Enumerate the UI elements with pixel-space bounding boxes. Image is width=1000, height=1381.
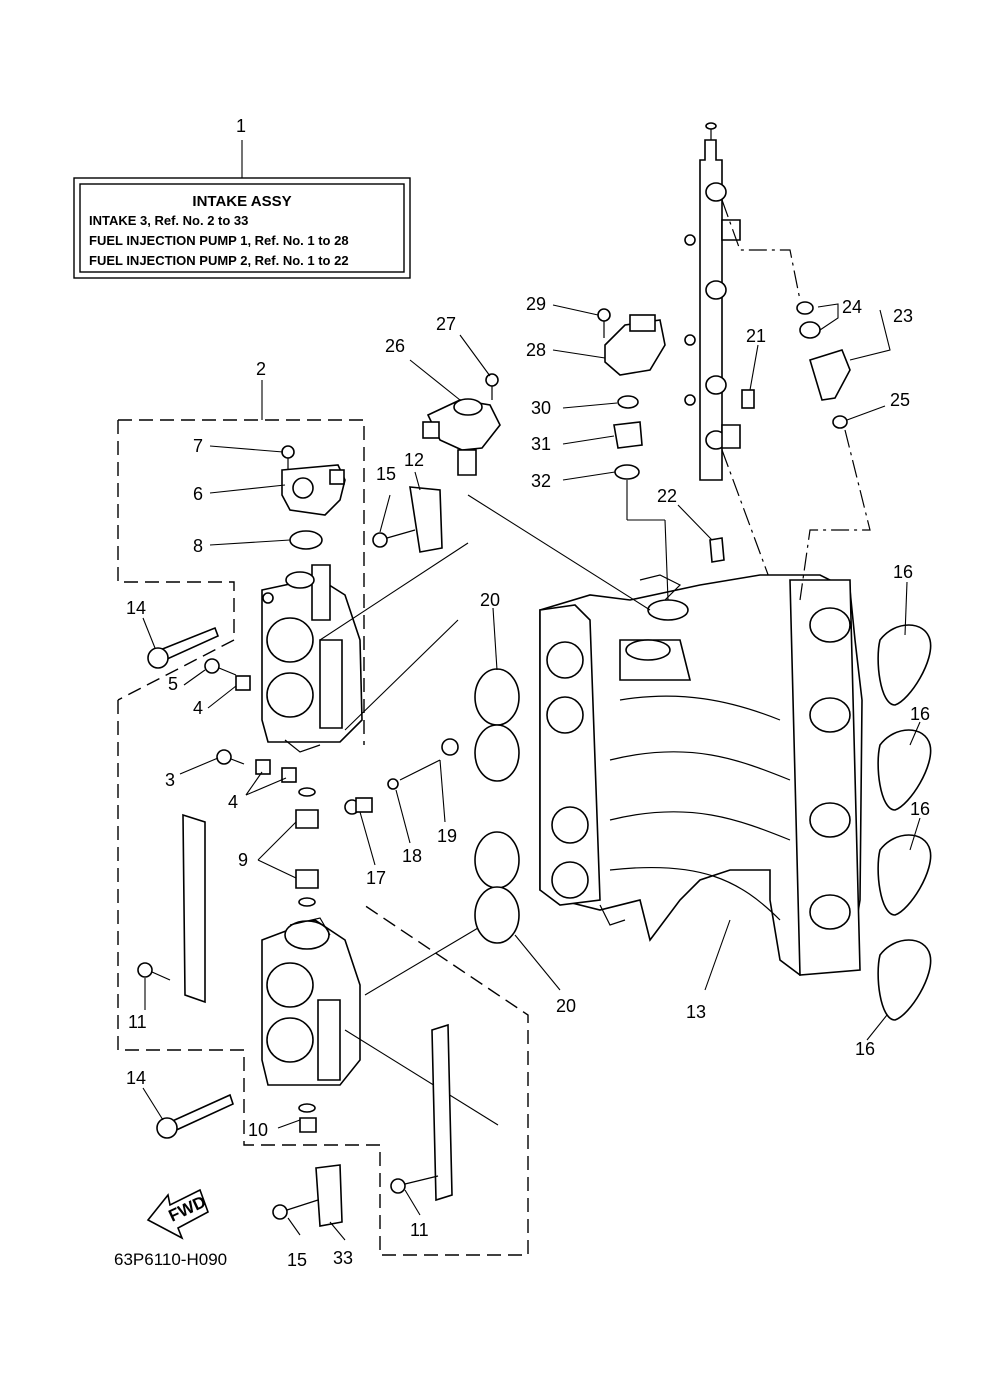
callout-21: 21	[746, 326, 766, 346]
callout-20: 20	[556, 996, 576, 1016]
callout-10: 10	[248, 1120, 268, 1140]
fuel-rail	[684, 122, 801, 581]
info-box-line: INTAKE 3, Ref. No. 2 to 33	[89, 213, 248, 228]
callout-16: 16	[910, 799, 930, 819]
callout-16: 16	[893, 562, 913, 582]
callout-16: 16	[855, 1039, 875, 1059]
callout-16: 16	[910, 704, 930, 724]
callout-2: 2	[256, 359, 266, 379]
callout-3: 3	[165, 770, 175, 790]
callout-30: 30	[531, 398, 551, 418]
callout-20: 20	[480, 590, 500, 610]
callout-12: 12	[404, 450, 424, 470]
callouts: 2 7 6 8 14 5 4 3 4 9 11 14 10 15 33 11 1…	[126, 294, 930, 1270]
callout-15: 15	[287, 1250, 307, 1270]
callout-4: 4	[228, 792, 238, 812]
callout-14: 14	[126, 1068, 146, 1088]
small-parts: FWD	[137, 301, 932, 1240]
callout-25: 25	[890, 390, 910, 410]
callout-33: 33	[333, 1248, 353, 1268]
callout-27: 27	[436, 314, 456, 334]
callout-24: 24	[842, 297, 862, 317]
info-box-line: FUEL INJECTION PUMP 2, Ref. No. 1 to 22	[89, 253, 349, 268]
callout-11: 11	[410, 1220, 429, 1240]
callout-6: 6	[193, 484, 203, 504]
info-box: 1 INTAKE ASSY INTAKE 3, Ref. No. 2 to 33…	[73, 116, 411, 279]
group-outlines	[117, 380, 529, 1256]
callout-5: 5	[168, 674, 178, 694]
callout-1: 1	[236, 116, 246, 136]
callout-15: 15	[376, 464, 396, 484]
callout-4: 4	[193, 698, 203, 718]
callout-26: 26	[385, 336, 405, 356]
diagram-code: 63P6110-H090	[114, 1250, 227, 1269]
callout-7: 7	[193, 436, 203, 456]
info-box-line: FUEL INJECTION PUMP 1, Ref. No. 1 to 28	[89, 233, 349, 248]
throttle-body-upper	[261, 542, 469, 753]
callout-19: 19	[437, 826, 457, 846]
callout-18: 18	[402, 846, 422, 866]
callout-9: 9	[238, 850, 248, 870]
info-box-title: INTAKE ASSY	[192, 193, 291, 210]
intake-manifold	[539, 574, 863, 991]
leader-lines	[142, 303, 921, 1241]
callout-32: 32	[531, 471, 551, 491]
callout-17: 17	[366, 868, 386, 888]
callout-29: 29	[526, 294, 546, 314]
callout-14: 14	[126, 598, 146, 618]
callout-23: 23	[893, 306, 913, 326]
callout-28: 28	[526, 340, 546, 360]
callout-22: 22	[657, 486, 677, 506]
callout-31: 31	[531, 434, 551, 454]
callout-8: 8	[193, 536, 203, 556]
callout-11: 11	[128, 1012, 147, 1032]
throttle-body-lower	[261, 917, 499, 1126]
callout-13: 13	[686, 1002, 706, 1022]
